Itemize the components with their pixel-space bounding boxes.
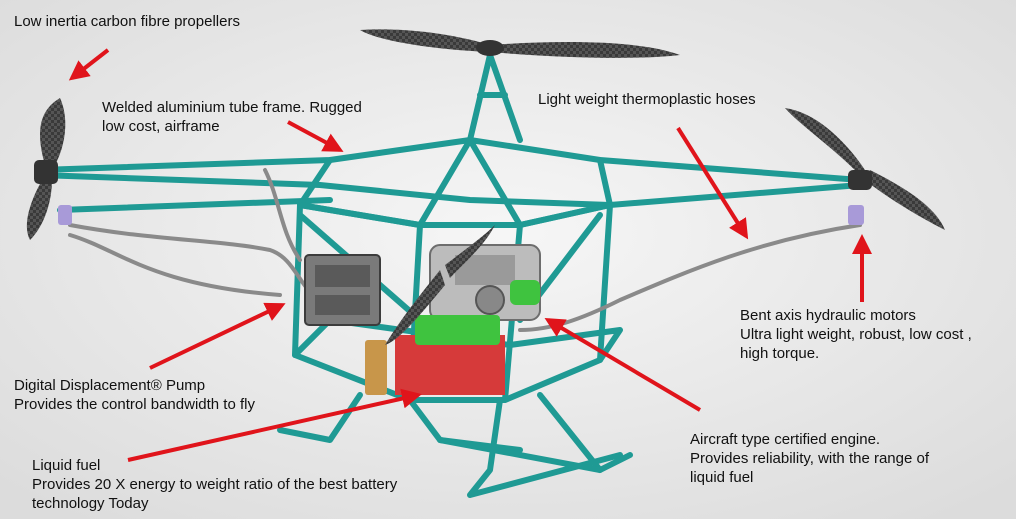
- label-engine-line-3: liquid fuel: [690, 469, 754, 486]
- label-propellers: Low inertia carbon fibre propellers: [14, 12, 240, 31]
- label-motors-line-3: high torque.: [740, 345, 820, 362]
- label-fuel-line-2: Provides 20 X energy to weight ratio of …: [32, 476, 398, 493]
- left-propeller: [26, 98, 72, 240]
- label-hoses: Light weight thermoplastic hoses: [538, 90, 756, 109]
- center-propeller: [385, 225, 495, 345]
- label-pump: Digital Displacement® Pump Provides the …: [14, 376, 255, 414]
- label-hoses-line-1: Light weight thermoplastic hoses: [538, 91, 756, 108]
- top-propeller: [360, 29, 680, 58]
- label-pump-line-2: Provides the control bandwidth to fly: [14, 396, 255, 413]
- label-motors: Bent axis hydraulic motors Ultra light w…: [740, 306, 972, 363]
- label-engine-line-2: Provides reliability, with the range of: [690, 450, 930, 467]
- engine-assembly: [429, 244, 541, 321]
- digital-displacement-pump: [304, 254, 381, 326]
- label-fuel-line-3: technology Today: [32, 495, 149, 512]
- label-fuel: Liquid fuel Provides 20 X energy to weig…: [32, 456, 397, 513]
- label-propellers-line-1: Low inertia carbon fibre propellers: [14, 13, 240, 30]
- label-engine-line-1: Aircraft type certified engine.: [690, 431, 881, 448]
- arrow-pump: [149, 302, 286, 370]
- right-propeller: [785, 108, 945, 230]
- label-engine: Aircraft type certified engine. Provides…: [690, 430, 929, 487]
- label-motors-line-1: Bent axis hydraulic motors: [740, 307, 916, 324]
- arrow-frame: [287, 120, 344, 152]
- label-frame: Welded aluminium tube frame. Rugged low …: [102, 98, 362, 136]
- label-motors-line-2: Ultra light weight, robust, low cost ,: [740, 326, 972, 343]
- annotation-arrows: [68, 48, 872, 462]
- arrow-hoses: [676, 126, 749, 240]
- fuel-tank: [365, 315, 505, 395]
- label-frame-line-2: low cost, airframe: [102, 118, 220, 135]
- arrow-fuel: [127, 388, 422, 462]
- label-fuel-line-1: Liquid fuel: [32, 457, 101, 474]
- label-frame-line-1: Welded aluminium tube frame. Rugged: [102, 99, 362, 116]
- arrow-engine: [544, 317, 702, 412]
- label-pump-line-1: Digital Displacement® Pump: [14, 377, 206, 394]
- arrow-propellers: [68, 48, 110, 81]
